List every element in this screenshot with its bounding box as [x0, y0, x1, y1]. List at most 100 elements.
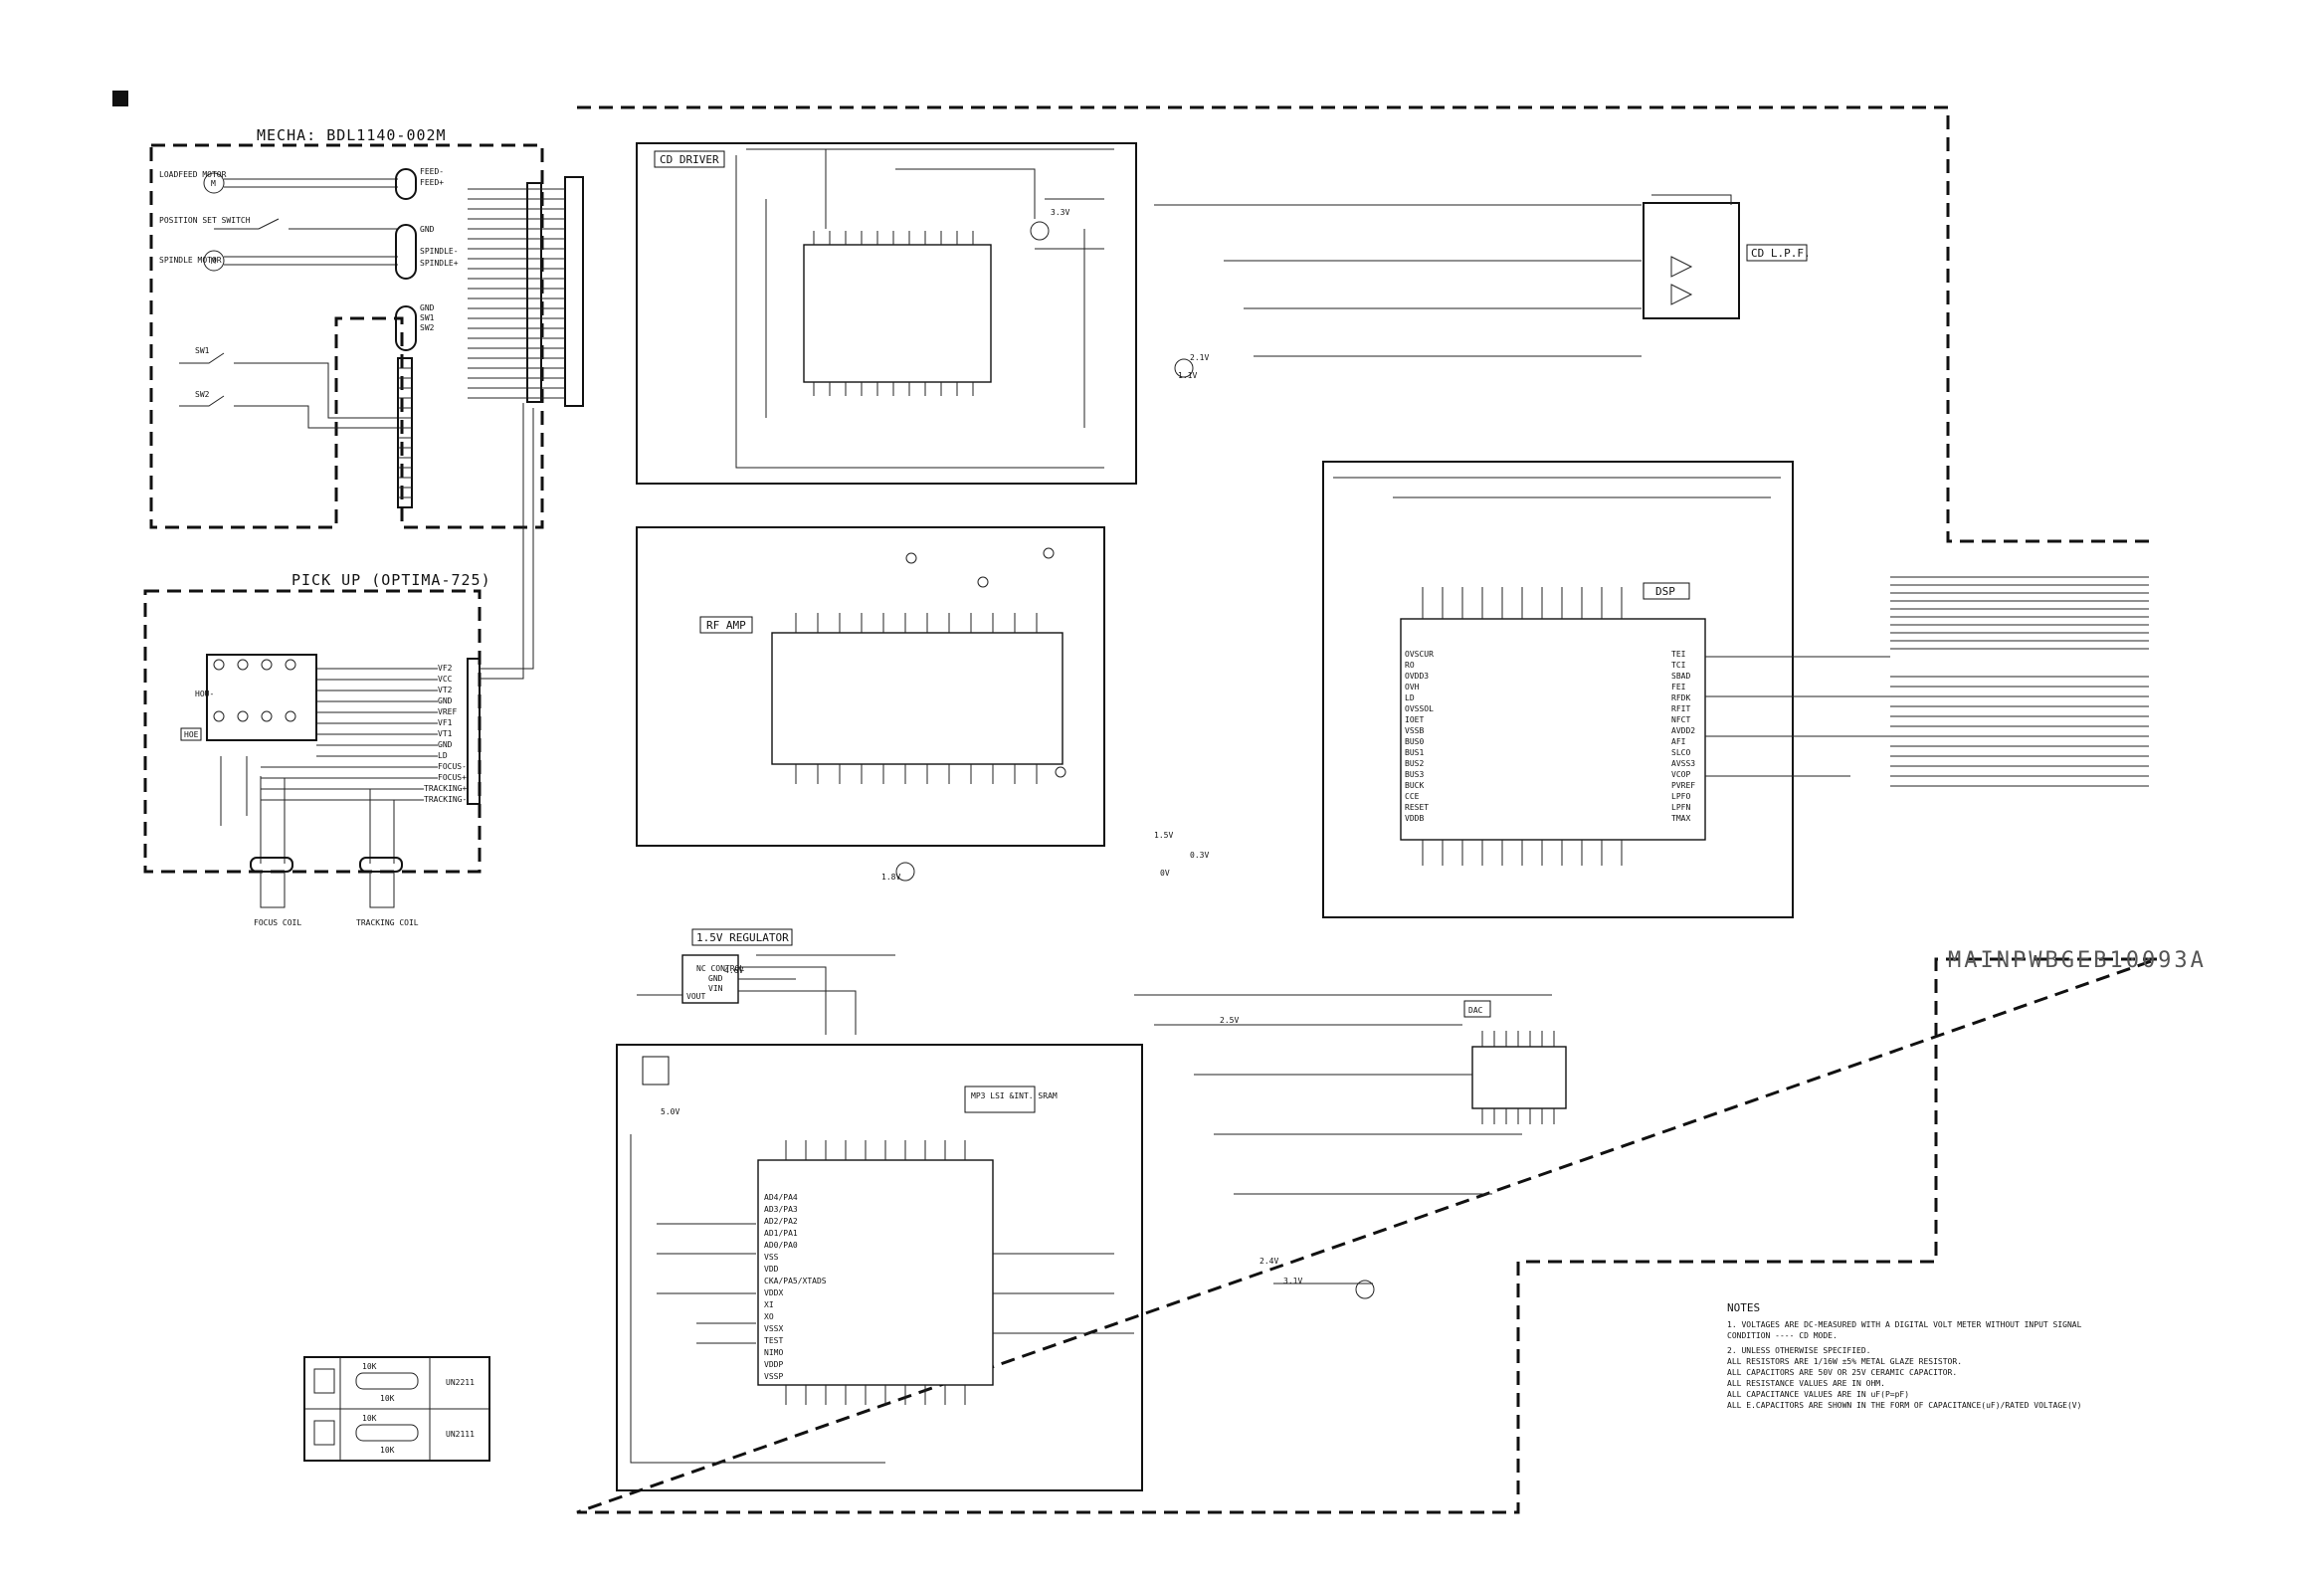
pickup-pin-5: VF1 — [438, 718, 453, 727]
mp3-pin-4: AD0/PA0 — [764, 1241, 798, 1250]
dsp-pin-13: CCE — [1405, 792, 1420, 801]
pickup-pin-4: VREF — [438, 707, 457, 716]
notes-line-5: ALL RESISTANCE VALUES ARE IN OHM. — [1727, 1379, 1885, 1388]
regulator-label: 1.5V REGULATOR — [696, 931, 789, 944]
dsp-rpin-14: LPFN — [1671, 803, 1690, 812]
mecha-pin-3: SPINDLE- — [420, 247, 459, 256]
dsp-rpin-9: SLCO — [1671, 748, 1690, 757]
mp3-pin-12: TEST — [764, 1336, 783, 1345]
dsp-pin-0: OVSCUR — [1405, 650, 1434, 659]
transistor-0-name: UN2211 — [446, 1378, 475, 1387]
transistor-1-name: UN2111 — [446, 1430, 475, 1439]
pickup-pin-3: GND — [438, 696, 453, 705]
mecha-pin-4: SPINDLE+ — [420, 259, 459, 268]
dsp-rpin-15: TMAX — [1671, 814, 1690, 823]
dsp-rpin-4: RFDK — [1671, 693, 1690, 702]
mp3-pin-7: CKA/PA5/XTADS — [764, 1277, 827, 1285]
mp3-pin-2: AD2/PA2 — [764, 1217, 798, 1226]
dsp-pin-5: OVSSOL — [1405, 704, 1434, 713]
dsp-rpin-3: FEI — [1671, 683, 1686, 691]
dsp-rpin-10: AVSS3 — [1671, 759, 1695, 768]
pickup-pin-1: VCC — [438, 675, 453, 684]
voltage-11: 3.1V — [1283, 1277, 1302, 1285]
regulator-pin-2: VIN — [708, 984, 723, 993]
voltage-5: 1.8V — [881, 873, 900, 882]
main-pcb-outline — [576, 105, 2158, 1514]
cd-lpf-block: CD L.P.F. — [1154, 194, 1811, 357]
pickup-hoe: HOE — [184, 730, 199, 739]
pickup-pin-12: TRACKING- — [424, 795, 467, 804]
mp3-pin-15: VSSP — [764, 1372, 783, 1381]
voltage-3: 0V — [1160, 869, 1170, 878]
dsp-right-pins: TEI TCI SBAD FEI RFDK RFIT NFCT AVDD2 AF… — [1671, 650, 1695, 823]
pickup-title: PICK UP (OPTIMA-725) — [291, 571, 491, 589]
transistor-1-r1: 10K — [362, 1414, 377, 1423]
mp3-left-pins: AD4/PA4 AD3/PA3 AD2/PA2 AD1/PA1 AD0/PA0 … — [764, 1193, 827, 1381]
voltage-6: 2.5V — [1220, 1016, 1239, 1025]
pickup-pin-10: FOCUS+ — [438, 773, 467, 782]
pickup-pin-6: VT1 — [438, 729, 453, 738]
cd-lpf-label: CD L.P.F. — [1751, 247, 1811, 260]
dsp-rpin-0: TEI — [1671, 650, 1686, 659]
pickup-pin-11: TRACKING+ — [424, 784, 468, 793]
pickup-pin-9: FOCUS- — [438, 762, 467, 771]
pickup-coil-focus: FOCUS COIL — [254, 918, 301, 927]
dsp-rpin-2: SBAD — [1671, 672, 1690, 681]
mp3-pin-1: AD3/PA3 — [764, 1205, 798, 1214]
mp3-pin-5: VSS — [764, 1253, 779, 1262]
voltage-8: 5.0V — [661, 1107, 679, 1116]
notes-line-0: 1. VOLTAGES ARE DC-MEASURED WITH A DIGIT… — [1727, 1320, 2082, 1329]
mecha-pin-6: SW1 — [420, 313, 435, 322]
notes-line-6: ALL CAPACITANCE VALUES ARE IN uF(P=pF) — [1727, 1390, 1909, 1399]
sheet-corner-marker — [112, 91, 128, 106]
dac-label: DAC — [1468, 1006, 1483, 1015]
dsp-rpin-6: NFCT — [1671, 715, 1690, 724]
dsp-pin-10: BUS2 — [1405, 759, 1424, 768]
main-connector — [468, 176, 584, 407]
mecha-section: MECHA: BDL1140-002M M M LOADFEED MOTOR P… — [149, 126, 544, 529]
voltage-0: 3.3V — [1051, 208, 1069, 217]
dsp-pin-3: OVH — [1405, 683, 1420, 691]
dac-block: DAC — [1134, 994, 1567, 1299]
dsp-block: DSP OVSCUR RO OVDD3 OVH LD OVSSOL IOET V… — [1322, 461, 1890, 918]
dsp-pin-4: LD — [1405, 693, 1415, 702]
transistor-1-r2: 10K — [380, 1446, 395, 1455]
pwb-name: MAINPWBGEB10093A — [1948, 948, 2207, 973]
dsp-rpin-7: AVDD2 — [1671, 726, 1695, 735]
dsp-rpin-8: AFI — [1671, 737, 1686, 746]
voltage-4: 1.5V — [1154, 831, 1173, 840]
mecha-title: MECHA: BDL1140-002M — [257, 126, 447, 144]
dsp-pin-8: BUS0 — [1405, 737, 1424, 746]
voltage-1: 2.1V — [1190, 353, 1209, 362]
dsp-rpin-11: VCOP — [1671, 770, 1690, 779]
dsp-rpin-12: PVREF — [1671, 781, 1695, 790]
mp3-lsi-block: MP3 LSI &INT. SRAM AD4/PA4 AD3/PA3 AD2/P… — [616, 1044, 1143, 1491]
mecha-part-2: SPINDLE MOTOR — [159, 256, 222, 265]
mp3-pin-11: VSSX — [764, 1324, 783, 1333]
mecha-pin-2: GND — [420, 225, 435, 234]
mecha-part-3: SW1 — [195, 346, 210, 355]
voltage-9: 0.3V — [1190, 851, 1209, 860]
notes-line-7: ALL E.CAPACITORS ARE SHOWN IN THE FORM O… — [1727, 1401, 2081, 1410]
rf-amp-label: RF AMP — [706, 619, 746, 632]
dsp-label: DSP — [1655, 585, 1675, 598]
mecha-part-4: SW2 — [195, 390, 210, 399]
mecha-part-1: POSITION SET SWITCH — [159, 216, 251, 225]
voltage-2: 1.1V — [1178, 371, 1197, 380]
voltage-10: 2.4V — [1259, 1257, 1278, 1266]
mp3-lsi-label: MP3 LSI &INT. SRAM — [971, 1091, 1058, 1100]
mp3-pin-14: VDDP — [764, 1360, 783, 1369]
mecha-pin-5: GND — [420, 303, 435, 312]
pickup-pin-2: VT2 — [438, 686, 453, 694]
mecha-pin-1: FEED+ — [420, 178, 444, 187]
pickup-section: PICK UP (OPTIMA-725) HOE HOU- VF2 VCC VT… — [143, 403, 534, 927]
pickup-hou: HOU- — [195, 690, 214, 698]
dsp-left-pins: OVSCUR RO OVDD3 OVH LD OVSSOL IOET VSSB … — [1405, 650, 1434, 823]
notes-line-4: ALL CAPACITORS ARE 50V OR 25V CERAMIC CA… — [1727, 1368, 1957, 1377]
dsp-rpin-5: RFIT — [1671, 704, 1690, 713]
voltage-7: 4.6V — [724, 966, 743, 975]
rf-amp-block: RF AMP — [636, 526, 1105, 882]
mecha-connector-pins: FEED- FEED+ GND SPINDLE- SPINDLE+ GND SW… — [420, 167, 459, 332]
mecha-part-0: LOADFEED MOTOR — [159, 170, 227, 179]
mp3-pin-0: AD4/PA4 — [764, 1193, 798, 1202]
